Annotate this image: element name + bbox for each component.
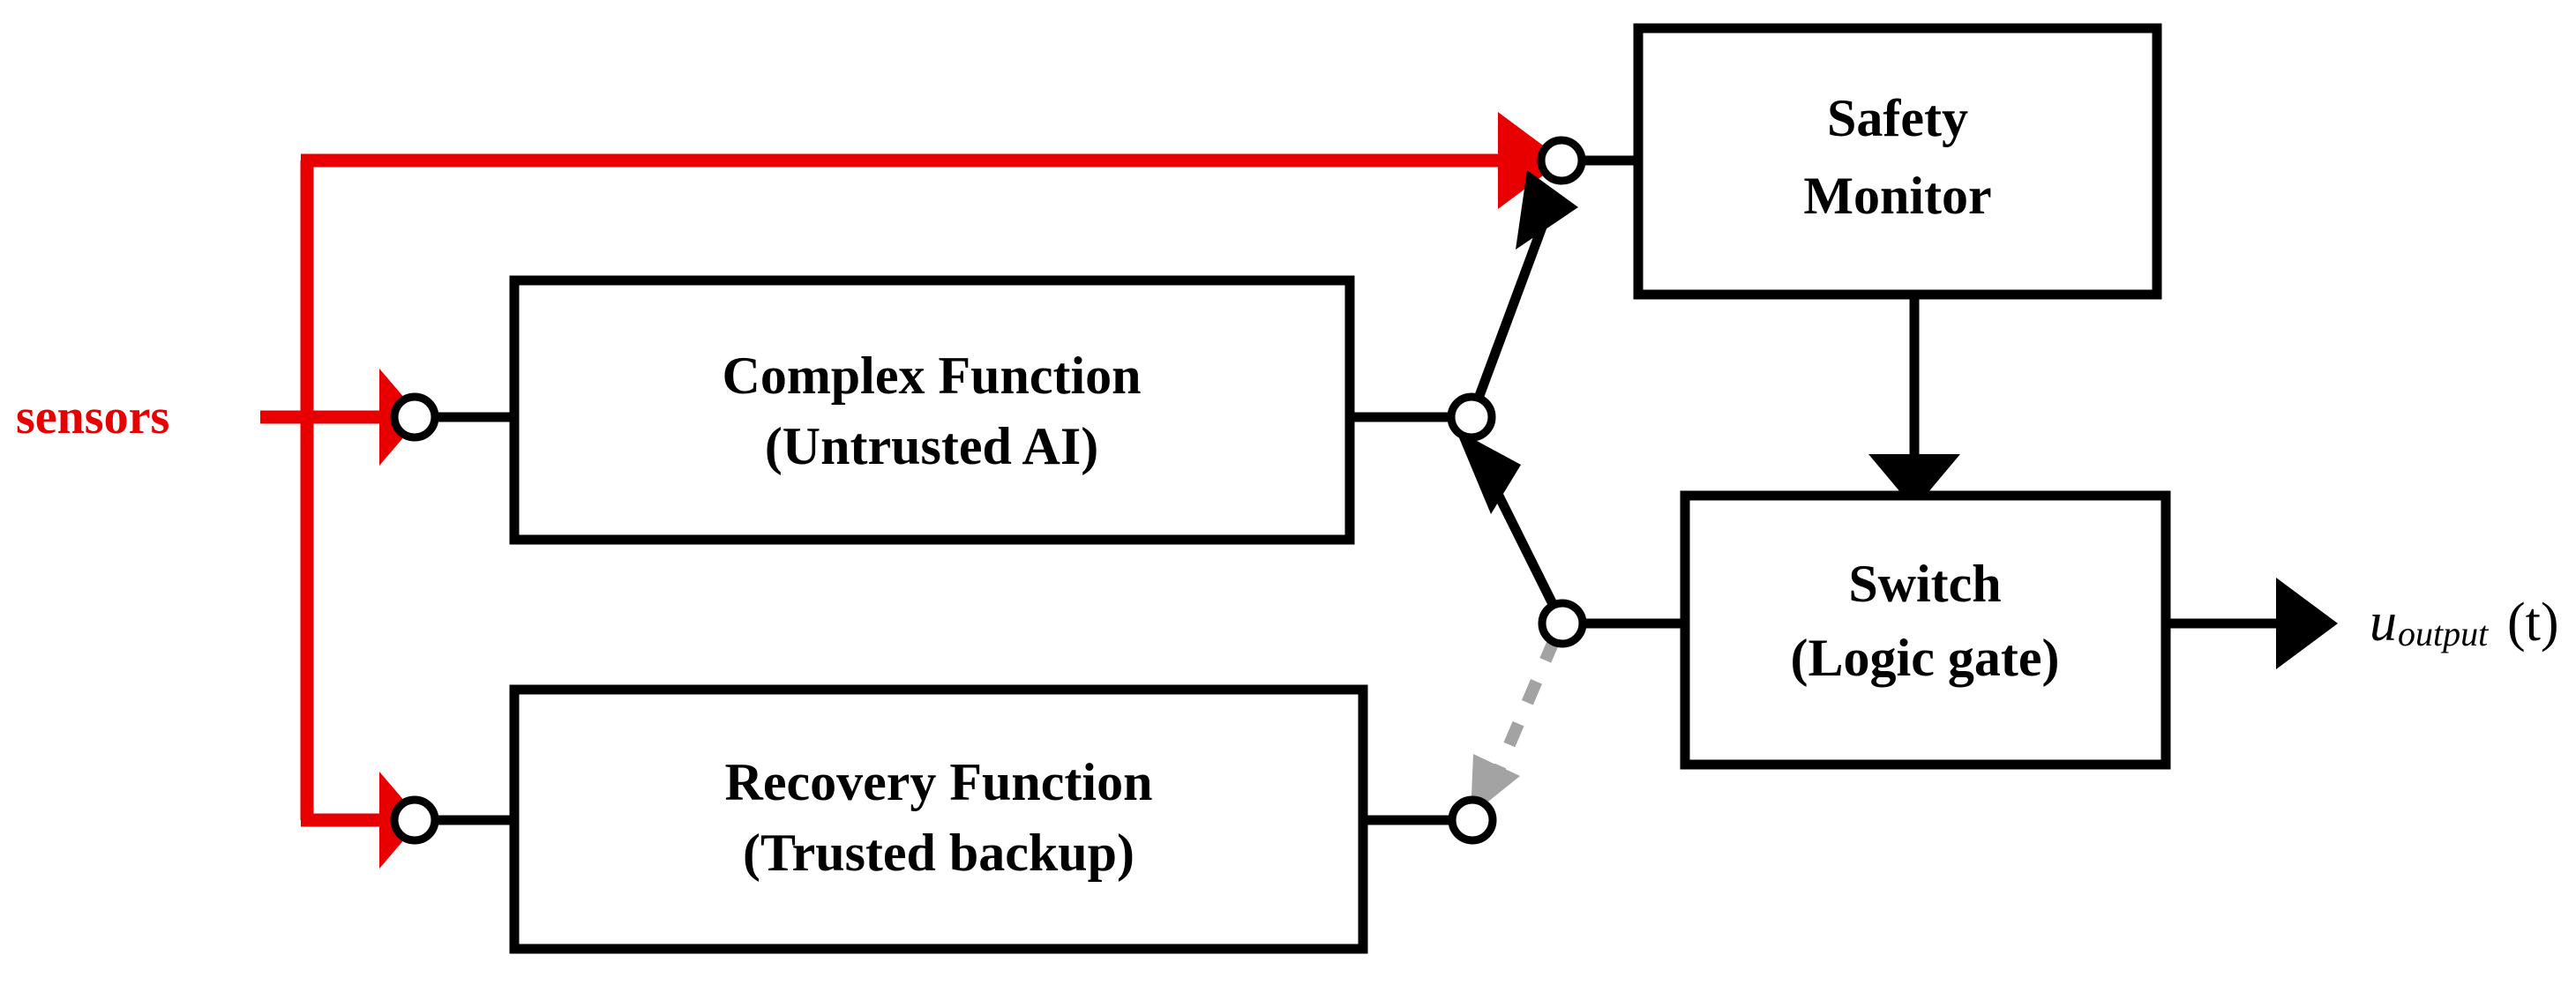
switch-junction-to-recovery-dashed-wire (1491, 637, 1561, 776)
recovery-output-node[interactable] (1448, 795, 1497, 845)
recovery-function-label-line1: Recovery Function (725, 753, 1153, 811)
recovery-function-label-line2: (Trusted backup) (743, 824, 1134, 882)
safety-monitor-input-node[interactable] (1537, 136, 1586, 185)
block-safety-monitor[interactable] (1633, 23, 2162, 300)
mux-to-safety-monitor-wire (1466, 197, 1558, 419)
complex-function-label-line2: (Untrusted AI) (765, 417, 1098, 475)
output-signal-label: u output (t) (2370, 593, 2559, 653)
switch-junction-node[interactable] (1538, 599, 1587, 648)
sensors-label: sensors (16, 390, 169, 444)
output-label-base: u (2370, 593, 2397, 653)
mux-to-safety-monitor-arrowhead (1516, 170, 1578, 250)
switch-label-line2: (Logic gate) (1791, 629, 2060, 687)
block-switch[interactable] (1680, 490, 2171, 770)
recovery-input-node[interactable] (390, 795, 439, 845)
safety-monitor-label-line1: Safety (1827, 89, 1968, 147)
switch-junction-to-mux-arrowhead (1456, 429, 1521, 514)
mux-junction-node[interactable] (1447, 392, 1496, 442)
safety-monitor-label-line2: Monitor (1803, 167, 1991, 225)
switch-label-line1: Switch (1848, 555, 2001, 613)
sensors-to-safety-monitor-arrowhead (1498, 112, 1563, 209)
block-recovery-function[interactable] (509, 684, 1368, 954)
block-complex-function[interactable] (509, 275, 1355, 545)
safety-monitor-to-switch-arrowhead (1868, 454, 1960, 509)
output-label-argument: (t) (2507, 593, 2559, 653)
switch-output-arrowhead (2276, 578, 2338, 669)
complex-input-node[interactable] (390, 392, 439, 442)
complex-function-label-line1: Complex Function (722, 347, 1141, 405)
output-label-subscript: output (2398, 614, 2489, 653)
